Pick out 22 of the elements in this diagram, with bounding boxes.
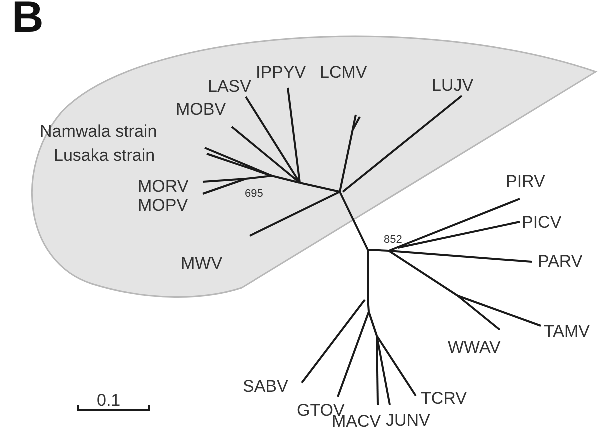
taxon-label: TAMV <box>544 323 590 340</box>
taxon-label: MOPV <box>138 197 188 214</box>
taxon-label: MOBV <box>176 101 226 118</box>
taxon-label: Namwala strain <box>40 123 158 140</box>
scale-label: 0.1 <box>97 392 121 409</box>
taxon-label: LUJV <box>432 77 474 94</box>
bootstrap-value: 695 <box>245 189 264 200</box>
taxon-label: WWAV <box>448 339 501 356</box>
taxon-label: TCRV <box>421 390 467 407</box>
bootstrap-value: 852 <box>384 235 402 246</box>
taxon-label: PARV <box>538 253 583 270</box>
taxon-label: SABV <box>243 378 288 395</box>
taxon-label: Lusaka strain <box>54 147 156 164</box>
taxon-label: IPPYV <box>256 64 306 81</box>
taxon-label: PICV <box>522 214 562 231</box>
taxon-label: MWV <box>181 255 223 272</box>
taxon-label: PIRV <box>506 173 546 190</box>
taxon-label: MORV <box>138 178 189 195</box>
panel-letter: B <box>12 0 44 40</box>
taxon-label: JUNV <box>386 412 430 429</box>
taxon-label: LCMV <box>320 64 368 81</box>
taxon-label: LASV <box>208 78 252 95</box>
